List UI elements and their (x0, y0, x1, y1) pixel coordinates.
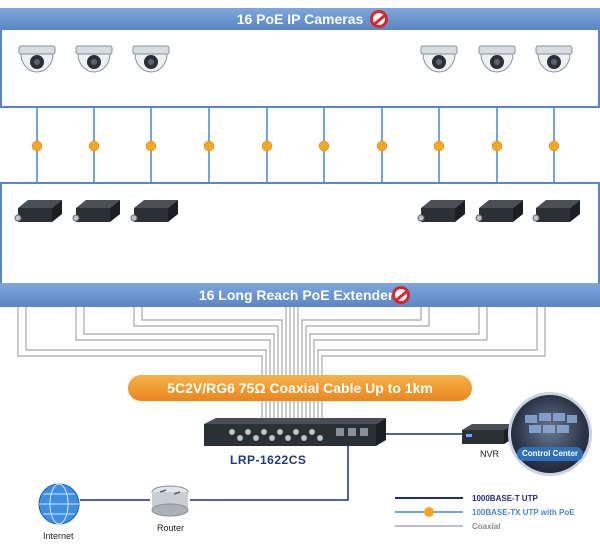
legend-gigabit: 1000BASE-T UTP (472, 494, 538, 503)
camera-row (18, 45, 573, 73)
cameras-banner-text: 16 PoE IP Cameras (236, 11, 364, 27)
dome-camera-icon (420, 45, 458, 73)
router-icon (151, 485, 189, 517)
control-center-label: Control Center (522, 449, 578, 458)
legend-swatches (395, 497, 463, 527)
no-power-icon (370, 10, 388, 28)
extender-icon (72, 199, 121, 223)
dome-camera-icon (18, 45, 56, 73)
nvr-label: NVR (480, 449, 500, 459)
router-label: Router (157, 523, 185, 533)
dome-camera-icon (75, 45, 113, 73)
cameras-banner: 16 PoE IP Cameras (0, 8, 600, 30)
legend-coaxial: Coaxial (472, 522, 501, 531)
extender-row (14, 199, 581, 223)
extender-icon (532, 199, 581, 223)
extender-icon (14, 199, 63, 223)
gigabit-links (80, 433, 462, 501)
switch-icon (204, 418, 386, 446)
no-power-icon (392, 286, 410, 304)
coaxial-cable-banner-text: 5C2V/RG6 75Ω Coaxial Cable Up to 1km (167, 380, 433, 396)
coaxial-cable-banner: 5C2V/RG6 75Ω Coaxial Cable Up to 1km (128, 375, 472, 401)
dome-camera-icon (132, 45, 170, 73)
extenders-banner-text: 16 Long Reach PoE Extenders (198, 287, 402, 303)
extenders-banner: 16 Long Reach PoE Extenders (0, 283, 600, 307)
internet-label: Internet (43, 531, 74, 541)
extender-icon (417, 199, 466, 223)
poe-badges (31, 140, 560, 152)
control-center-icon: Control Center (508, 392, 592, 476)
globe-icon (38, 483, 80, 525)
switch-label: LRP-1622CS (230, 453, 307, 467)
extender-icon (130, 199, 179, 223)
dome-camera-icon (535, 45, 573, 73)
extender-icon (475, 199, 524, 223)
legend-poe: 100BASE-TX UTP with PoE (472, 508, 575, 517)
dome-camera-icon (478, 45, 516, 73)
control-center-label-bar: Control Center (517, 447, 583, 461)
